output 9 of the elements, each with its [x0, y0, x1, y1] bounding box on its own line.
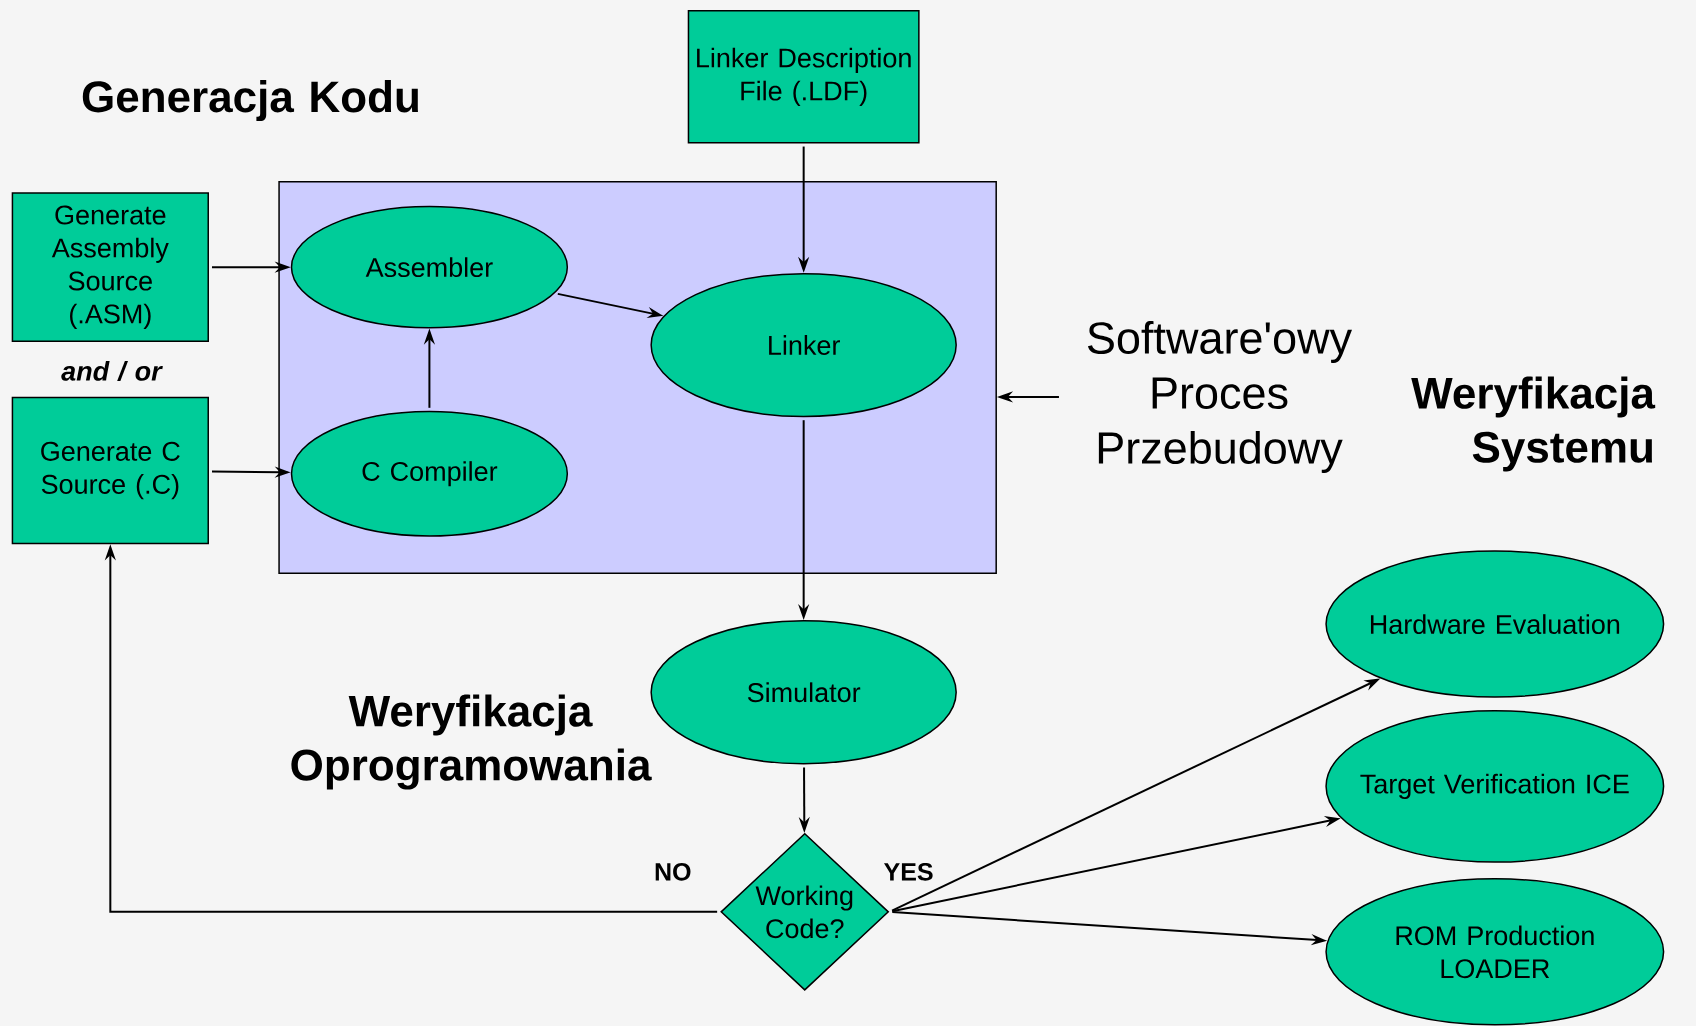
section-heading: Weryfikacja Systemu	[1411, 376, 1656, 472]
source-box: Generate C Source (.C)	[11, 396, 209, 545]
file-box: Linker Description File (.LDF)	[687, 9, 920, 144]
section-heading: Generacja Kodu	[82, 79, 418, 121]
source-box: Generate Assembly Source (.ASM)	[11, 192, 209, 342]
section-heading: Weryfikacja Oprogramowania	[291, 694, 652, 790]
edge-label: NO	[653, 861, 693, 882]
process-label: Software'owy Proces Przebudowy	[1087, 320, 1352, 473]
connector-text: and / or	[61, 360, 163, 381]
